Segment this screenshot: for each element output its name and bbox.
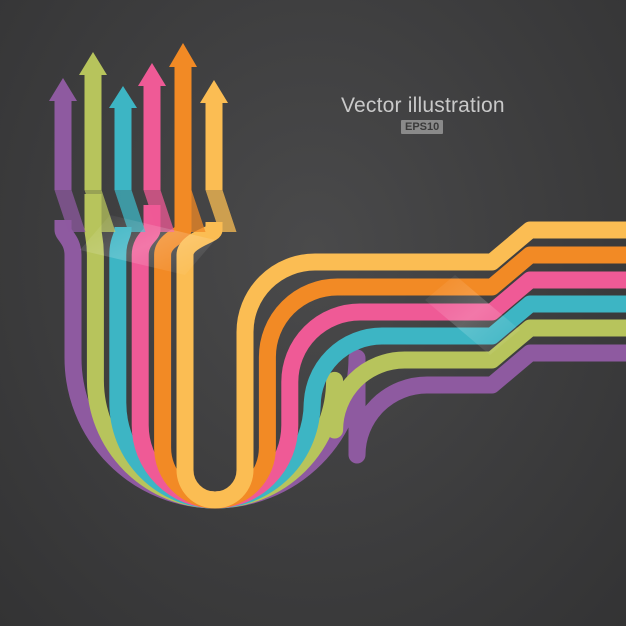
arrow-head-pink bbox=[138, 63, 166, 86]
light-streak-right bbox=[425, 275, 520, 355]
arrow-shaft-orange bbox=[174, 66, 192, 190]
arrow-shaft-teal bbox=[114, 107, 132, 190]
arrow-head-yellow bbox=[200, 80, 228, 103]
arrow-head-purple bbox=[49, 78, 77, 101]
arrow-shaft-olive bbox=[84, 74, 102, 190]
arrow-fold-teal bbox=[114, 190, 146, 232]
arrow-head-olive bbox=[79, 52, 107, 75]
arrow-head-teal bbox=[109, 86, 137, 108]
arrow-shaft-pink bbox=[143, 85, 161, 190]
arrow-fold-yellow bbox=[205, 190, 237, 232]
vector-illustration-title: Vector illustration bbox=[341, 94, 505, 117]
eps10-badge: EPS10 bbox=[401, 120, 444, 134]
arrow-fold-orange bbox=[174, 190, 206, 232]
arrow-fold-pink bbox=[143, 190, 175, 232]
arrow-shaft-yellow bbox=[205, 102, 223, 190]
arrow-fold-purple bbox=[54, 190, 86, 232]
light-streak-left bbox=[80, 215, 215, 275]
arrow-shaft-purple bbox=[54, 100, 72, 190]
arrow-head-orange bbox=[169, 43, 197, 67]
